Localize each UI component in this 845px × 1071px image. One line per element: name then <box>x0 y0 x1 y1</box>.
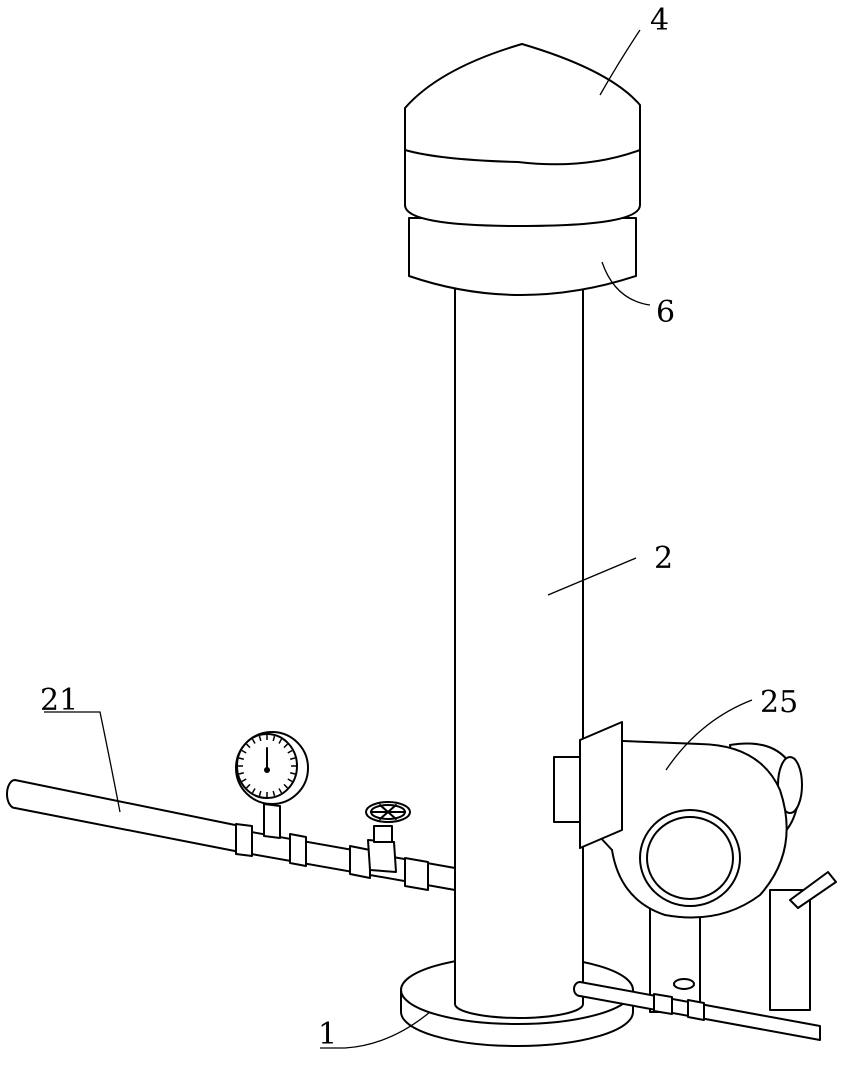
label-ring: 6 <box>656 295 675 330</box>
label-blower: 25 <box>760 685 798 720</box>
label-base: 1 <box>318 1017 337 1052</box>
main-column <box>455 285 583 1018</box>
pressure-gauge-icon <box>236 732 308 804</box>
label-cap: 4 <box>650 3 669 38</box>
top-cap <box>405 44 640 226</box>
valve-handwheel-icon <box>366 802 410 822</box>
inlet-pipe <box>7 780 455 890</box>
ring-section <box>409 218 636 295</box>
label-inlet-pipe: 21 <box>40 683 78 718</box>
label-column: 2 <box>654 541 673 576</box>
